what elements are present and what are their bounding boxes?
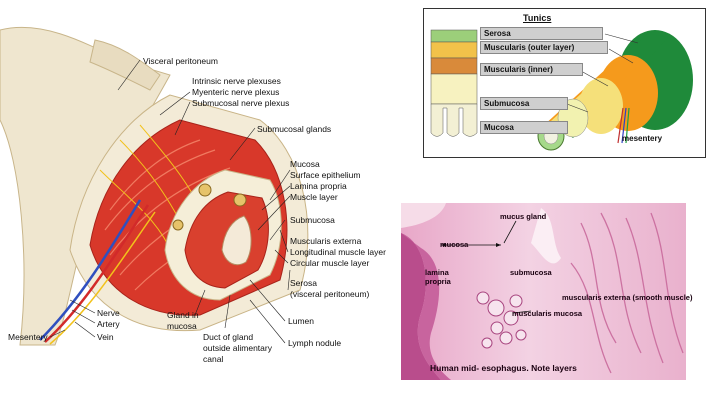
label-lumen: Lumen <box>288 316 314 326</box>
tunics-label-serosa: Serosa <box>480 27 603 40</box>
label-nerve: Nerve <box>97 308 120 318</box>
histology-label-lamina-propria-1: lamina <box>425 268 449 277</box>
histology-caption: Human mid- esophagus. Note layers <box>430 363 577 373</box>
label-gland-in-mucosa-1: Gland in <box>167 310 199 320</box>
label-submucosal-glands: Submucosal glands <box>257 124 332 134</box>
label-duct-of-gland-2: outside alimentary <box>203 343 272 353</box>
label-submucosa: Submucosa <box>290 215 335 225</box>
label-serosa-sub: (visceral peritoneum) <box>290 289 370 299</box>
tunics-label-muscularis-inner: Muscularis (inner) <box>480 63 583 76</box>
histology-label-mucosa: mucosa <box>440 240 469 249</box>
label-duct-of-gland-3: canal <box>203 354 224 364</box>
label-mesentery: Mesentery <box>8 332 48 342</box>
label-visceral-peritoneum: Visceral peritoneum <box>143 56 218 66</box>
histology-label-mucous-gland: mucus gland <box>500 212 547 221</box>
histology-label-lamina-propria-2: propria <box>425 277 451 286</box>
histology-label-muscularis-mucosa: muscularis mucosa <box>512 309 583 318</box>
tunics-title: Tunics <box>523 13 552 23</box>
tunics-label-muscularis-outer: Muscularis (outer layer) <box>480 41 608 54</box>
tunics-label-mucosa: Mucosa <box>480 121 568 134</box>
label-circular-muscle-layer: Circular muscle layer <box>290 258 370 268</box>
label-myenteric-nerve-plexus: Myenteric nerve plexus <box>192 87 280 97</box>
tunics-label-submucosa: Submucosa <box>480 97 568 110</box>
label-intrinsic-nerve-plexuses: Intrinsic nerve plexuses <box>192 76 281 86</box>
histology-label-muscularis-externa: muscularis externa (smooth muscle) <box>562 293 693 302</box>
tunics-label-mesentery: mesentery <box>622 134 663 143</box>
label-muscularis-externa: Muscularis externa <box>290 236 362 246</box>
label-longitudinal-muscle-layer: Longitudinal muscle layer <box>290 247 386 257</box>
label-gland-in-mucosa-2: mucosa <box>167 321 197 331</box>
label-submucosal-nerve-plexus: Submucosal nerve plexus <box>192 98 290 108</box>
label-artery: Artery <box>97 319 120 329</box>
histology-label-submucosa: submucosa <box>510 268 552 277</box>
label-lamina-propria: Lamina propria <box>290 181 347 191</box>
label-muscle-layer: Muscle layer <box>290 192 338 202</box>
label-serosa: Serosa <box>290 278 317 288</box>
label-surface-epithelium: Surface epithelium <box>290 170 361 180</box>
label-duct-of-gland-1: Duct of gland <box>203 332 254 342</box>
label-vein: Vein <box>97 332 114 342</box>
label-mucosa: Mucosa <box>290 159 320 169</box>
tunics-diagram <box>430 29 693 151</box>
histology-micrograph <box>401 203 686 380</box>
label-lymph-nodule: Lymph nodule <box>288 338 342 348</box>
